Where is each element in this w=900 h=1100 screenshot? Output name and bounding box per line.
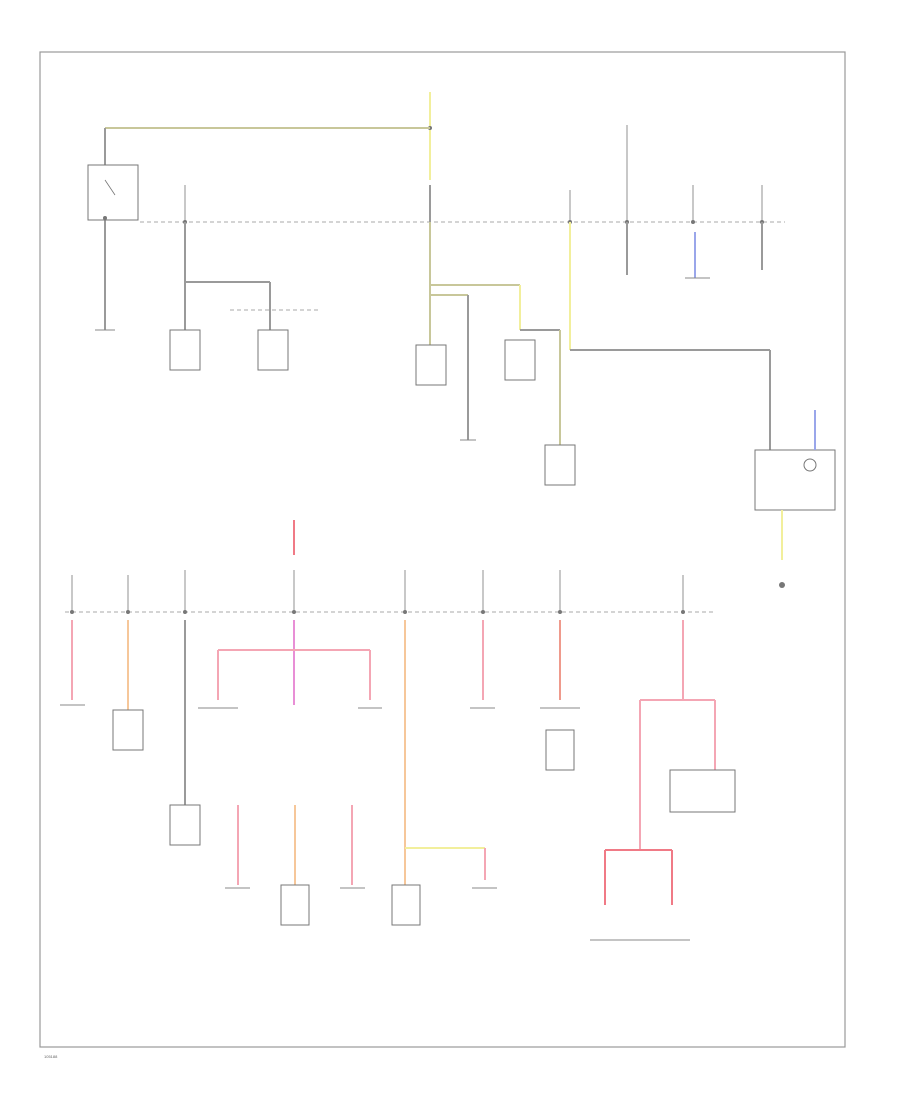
- bottom-branches: [71, 620, 736, 941]
- frame-code: 105188: [44, 1054, 58, 1059]
- top-fuses: [183, 125, 764, 224]
- top-right-components: [569, 222, 836, 588]
- top-main-feed: [104, 92, 432, 330]
- lower-sub-branches: [237, 805, 353, 926]
- top-center-components: [415, 222, 576, 486]
- bottom-fuses: [70, 570, 685, 614]
- diagram-frame: [39, 51, 846, 1048]
- top-left-components: [169, 222, 320, 371]
- left-relay: [87, 164, 139, 331]
- ground-marks: [60, 704, 580, 889]
